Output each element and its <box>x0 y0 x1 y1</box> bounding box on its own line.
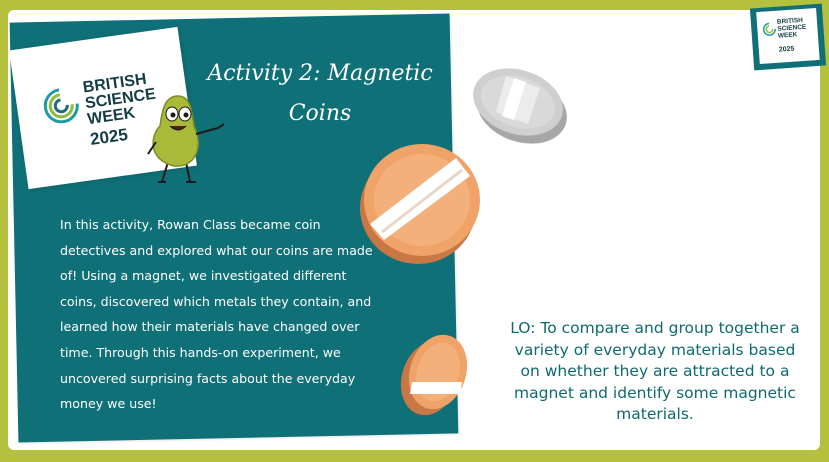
bsw-rings-logo-icon <box>43 88 79 124</box>
mini-bsw-logo: BRITISH SCIENCE WEEK 2025 <box>749 3 827 71</box>
mini-rings-logo-icon <box>762 22 776 36</box>
mini-logo-wordmark: BRITISH SCIENCE WEEK <box>776 16 807 40</box>
mini-logo-year: 2025 <box>778 45 795 54</box>
pear-character-icon <box>147 95 225 183</box>
copper-coin-large-icon <box>360 144 480 264</box>
bsw-logo-card: BRITISH SCIENCE WEEK 2025 <box>9 26 197 190</box>
logo-year: 2025 <box>88 124 130 149</box>
silver-coin-icon <box>473 68 567 144</box>
learning-objective: LO: To compare and group together a vari… <box>510 319 800 423</box>
activity-title: Activity 2: Magnetic Coins <box>207 61 433 126</box>
copper-coin-small-icon <box>400 334 468 416</box>
activity-description: In this activity, Rowan Class became coi… <box>60 217 373 412</box>
